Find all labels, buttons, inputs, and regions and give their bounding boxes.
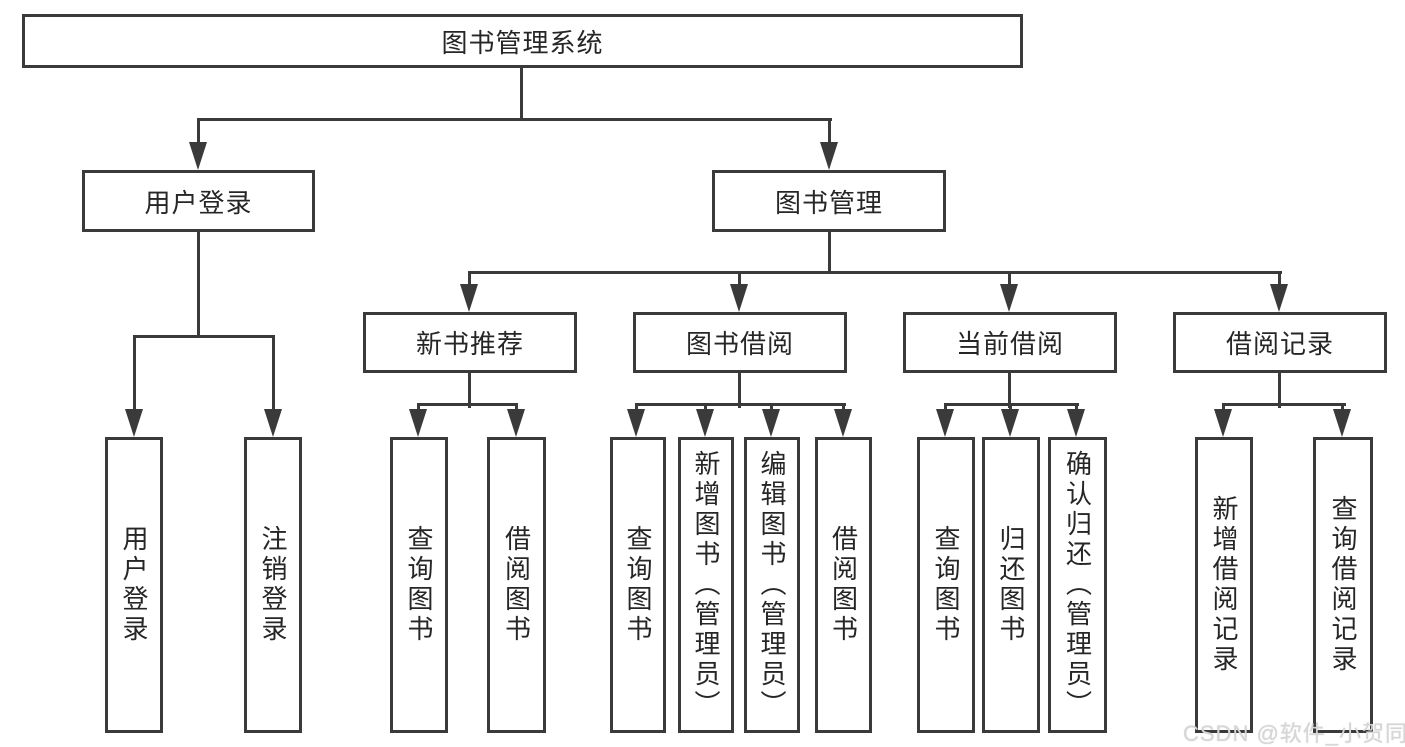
connector-root-stem (520, 66, 523, 121)
arrow-down-icon (762, 409, 780, 437)
arrow-down-icon (627, 409, 645, 437)
arrow-down-icon (834, 409, 852, 437)
leaf-current-confirm-label: 确认归还（管理员） (1062, 450, 1093, 720)
leaf-records-query: 查询借阅记录 (1313, 437, 1373, 733)
connector-drop (828, 118, 831, 146)
connector-drop (197, 118, 200, 146)
connector-drop (704, 403, 707, 413)
connector-drop (133, 335, 136, 409)
node-book-borrowing-label: 图书借阅 (685, 329, 794, 359)
arrow-down-icon (1333, 409, 1351, 437)
connector-records-rail (1222, 403, 1346, 406)
connector-drop (635, 403, 638, 413)
leaf-newbook-borrow: 借阅图书 (487, 437, 546, 733)
leaf-current-return-label: 归还图书 (996, 525, 1026, 645)
node-book-mgmt-label: 图书管理 (774, 187, 883, 218)
arrow-down-icon (730, 284, 748, 312)
csdn-watermark: CSDN @软件_小贺同学 (1183, 721, 1405, 746)
leaf-borrowing-add: 新增图书（管理员） (678, 437, 734, 733)
connector-drop (1278, 271, 1281, 287)
arrow-down-icon (460, 284, 478, 312)
leaf-borrowing-edit: 编辑图书（管理员） (744, 437, 800, 733)
connector-drop (1009, 403, 1012, 413)
node-current-borrowing-label: 当前借阅 (955, 329, 1064, 359)
leaf-borrowing-add-label: 新增图书（管理员） (691, 450, 721, 720)
arrow-down-icon (696, 409, 714, 437)
connector-drop (738, 271, 741, 287)
leaf-current-confirm: 确认归还（管理员） (1048, 437, 1107, 733)
arrow-down-icon (409, 409, 427, 437)
arrow-down-icon (1214, 409, 1232, 437)
connector-borrowing-rail (636, 403, 846, 406)
node-book-borrowing: 图书借阅 (633, 312, 847, 373)
connector-userlogin-stem (197, 232, 200, 338)
leaf-records-add: 新增借阅记录 (1195, 437, 1253, 733)
connector-drop (842, 403, 845, 413)
arrow-down-icon (1000, 284, 1018, 312)
connector-drop (468, 271, 471, 287)
node-root-label: 图书管理系统 (441, 27, 604, 58)
arrow-down-icon (936, 409, 954, 437)
connector-bookmgmt-stem (828, 232, 831, 274)
connector-userlogin-rail (133, 335, 275, 338)
connector-drop (417, 403, 420, 413)
node-new-book-rec-label: 新书推荐 (415, 329, 524, 359)
node-current-borrowing: 当前借阅 (903, 312, 1117, 373)
arrow-down-icon (264, 409, 282, 437)
node-borrow-records: 借阅记录 (1173, 312, 1387, 373)
connector-newbook-stem (468, 373, 471, 408)
leaf-newbook-query-label: 查询图书 (404, 525, 434, 645)
arrow-down-icon (1001, 409, 1019, 437)
leaf-newbook-query: 查询图书 (390, 437, 448, 733)
arrow-down-icon (125, 409, 143, 437)
connector-drop (272, 335, 275, 409)
node-root: 图书管理系统 (22, 14, 1023, 68)
connector-drop (1341, 403, 1344, 413)
leaf-user-login: 用户登录 (105, 437, 163, 733)
arrow-down-icon (1067, 409, 1085, 437)
node-borrow-records-label: 借阅记录 (1225, 329, 1334, 359)
connector-records-stem (1278, 373, 1281, 408)
node-user-login: 用户登录 (82, 170, 315, 232)
leaf-current-query: 查询图书 (917, 437, 975, 733)
arrow-down-icon (820, 142, 838, 170)
arrow-down-icon (507, 409, 525, 437)
connector-borrowing-stem (738, 373, 741, 408)
arrow-down-icon (189, 142, 207, 170)
leaf-user-login-label: 用户登录 (119, 525, 149, 645)
leaf-records-add-label: 新增借阅记录 (1209, 495, 1239, 675)
connector-drop (1008, 271, 1011, 287)
connector-drop (944, 403, 947, 413)
connector-root-rail (197, 118, 832, 121)
node-new-book-rec: 新书推荐 (363, 312, 577, 373)
connector-newbook-rail (417, 403, 518, 406)
leaf-borrowing-borrow-label: 借阅图书 (828, 525, 859, 645)
leaf-borrowing-edit-label: 编辑图书（管理员） (757, 450, 787, 720)
connector-drop (515, 403, 518, 413)
leaf-logout: 注销登录 (244, 437, 302, 733)
connector-drop (1222, 403, 1225, 413)
arrow-down-icon (1270, 284, 1288, 312)
connector-bookmgmt-rail (468, 271, 1282, 274)
leaf-logout-label: 注销登录 (258, 525, 288, 645)
node-book-mgmt: 图书管理 (712, 170, 946, 232)
leaf-current-query-label: 查询图书 (931, 525, 961, 645)
node-user-login-label: 用户登录 (144, 187, 253, 218)
connector-current-stem (1008, 373, 1011, 408)
leaf-borrowing-query: 查询图书 (610, 437, 666, 733)
leaf-borrowing-query-label: 查询图书 (623, 525, 653, 645)
leaf-borrowing-borrow: 借阅图书 (815, 437, 872, 733)
connector-drop (770, 403, 773, 413)
leaf-current-return: 归还图书 (982, 437, 1040, 733)
connector-drop (1075, 403, 1078, 413)
leaf-newbook-borrow-label: 借阅图书 (501, 525, 532, 645)
leaf-records-query-label: 查询借阅记录 (1328, 495, 1358, 675)
